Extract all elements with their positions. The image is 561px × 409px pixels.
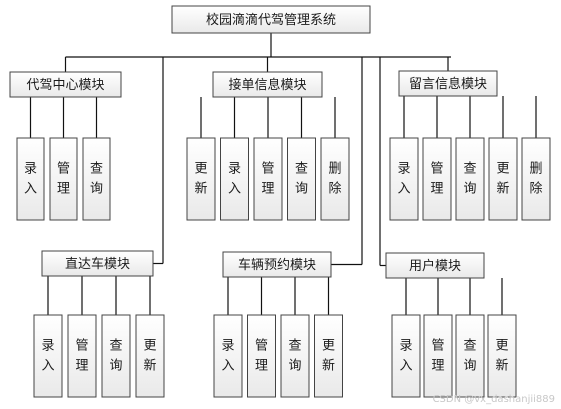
child-box-m1-1	[49, 137, 78, 221]
child-label-m3-0: 录入	[397, 162, 410, 197]
child-box-m2-3	[287, 137, 316, 221]
root-node-label: 校园滴滴代驾管理系统	[206, 12, 336, 28]
module-label-m1: 代驾中心模块	[26, 78, 104, 93]
child-label-m1-0: 录入	[24, 162, 37, 197]
child-box-m3-0	[389, 137, 419, 221]
child-label-m6-1: 管理	[431, 339, 444, 374]
child-label-m4-3: 更新	[143, 339, 156, 374]
child-box-m2-2	[253, 137, 283, 221]
child-label-m5-1: 管理	[255, 339, 268, 374]
child-label-m6-2: 查询	[463, 339, 476, 374]
child-box-m4-3	[135, 314, 165, 398]
module-label-m6: 用户模块	[409, 258, 461, 274]
child-label-m4-1: 管理	[75, 339, 88, 374]
child-label-m5-0: 录入	[221, 339, 234, 374]
child-label-m4-2: 查询	[109, 339, 122, 374]
child-box-m6-0	[391, 314, 421, 398]
child-label-m3-3: 更新	[496, 162, 509, 197]
module-box-m6	[385, 252, 485, 279]
child-box-m5-1	[247, 314, 276, 398]
child-label-m2-0: 更新	[194, 162, 207, 197]
child-label-m3-4: 删除	[529, 162, 542, 197]
child-label-m6-0: 录入	[399, 339, 412, 374]
child-label-m2-1: 录入	[228, 162, 241, 197]
child-box-m1-0	[16, 137, 45, 221]
module-label-m3: 留言信息模块	[409, 76, 487, 92]
child-box-m6-3	[487, 314, 517, 398]
module-box-m2	[212, 71, 323, 98]
child-label-m5-3: 更新	[322, 339, 335, 374]
child-box-m6-1	[423, 314, 453, 398]
child-label-m4-0: 录入	[41, 339, 54, 374]
child-box-m4-2	[101, 314, 131, 398]
child-label-m2-2: 管理	[261, 162, 274, 197]
module-box-m1	[9, 71, 122, 98]
child-box-m3-2	[455, 137, 485, 221]
child-box-m2-0	[186, 137, 216, 221]
child-box-m4-1	[67, 314, 97, 398]
child-box-m1-2	[82, 137, 111, 221]
module-box-m4	[41, 250, 154, 277]
child-box-m3-4	[521, 137, 551, 221]
child-box-m3-3	[488, 137, 518, 221]
child-box-m5-2	[280, 314, 310, 398]
child-label-m3-2: 查询	[463, 162, 476, 197]
module-label-m2: 接单信息模块	[228, 77, 306, 93]
module-label-m5: 车辆预约模块	[238, 257, 316, 273]
child-box-m2-1	[220, 137, 249, 221]
child-label-m2-4: 删除	[328, 162, 341, 197]
watermark-text: CSDN @vx_dashanjii889	[432, 394, 555, 405]
diagram-nodes: 校园滴滴代驾管理系统代驾中心模块录入管理查询接单信息模块更新录入管理查询删除留言…	[9, 5, 551, 398]
child-label-m3-1: 管理	[430, 162, 443, 197]
child-label-m1-2: 查询	[90, 162, 103, 197]
module-box-m3	[398, 70, 498, 97]
child-box-m5-3	[314, 314, 343, 398]
child-label-m1-1: 管理	[57, 162, 70, 197]
module-box-m5	[222, 251, 332, 278]
module-label-m4: 直达车模块	[65, 256, 130, 272]
child-box-m5-0	[213, 314, 243, 398]
child-box-m6-2	[455, 314, 485, 398]
root-node-box	[171, 5, 371, 34]
child-label-m5-2: 查询	[288, 339, 301, 374]
child-label-m2-3: 查询	[295, 162, 308, 197]
child-label-m6-3: 更新	[495, 339, 508, 374]
child-box-m2-4	[320, 137, 350, 221]
child-box-m4-0	[33, 314, 63, 398]
diagram-connectors	[29, 33, 537, 315]
child-box-m3-1	[422, 137, 452, 221]
